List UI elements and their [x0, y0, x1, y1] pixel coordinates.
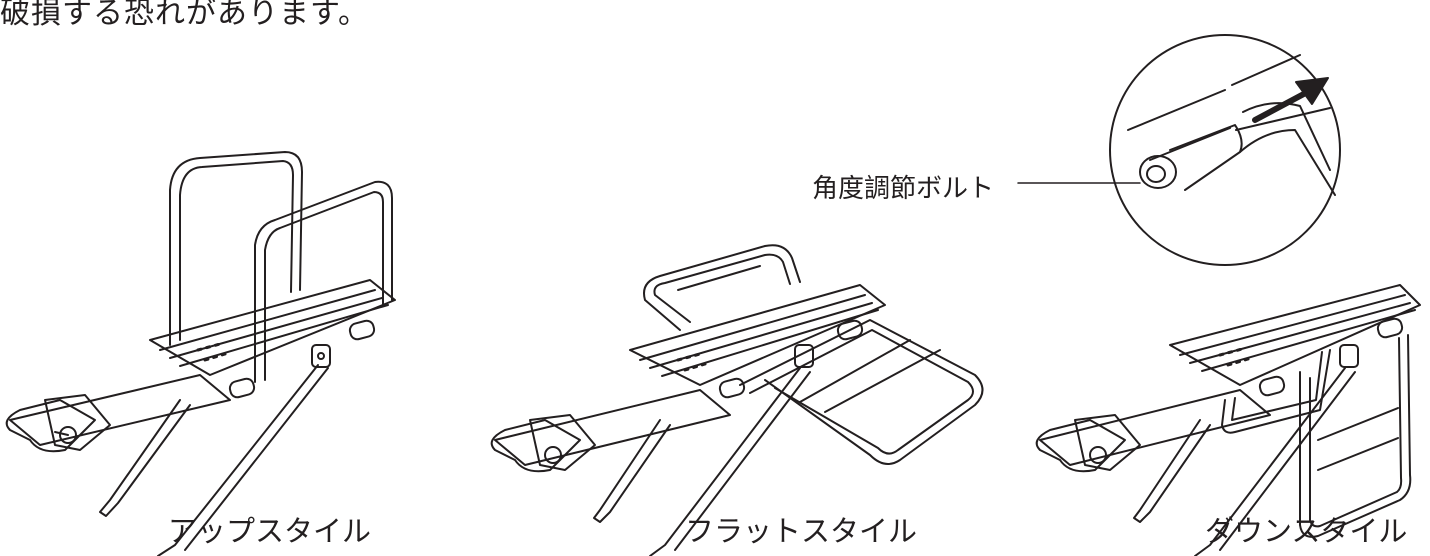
rack-down-style — [1035, 284, 1421, 556]
rack-up-style — [5, 151, 396, 556]
caption-down-style: ダウンスタイル — [1205, 514, 1408, 548]
rack-flat-style — [490, 244, 984, 556]
caption-flat-style: フラットスタイル — [685, 514, 918, 548]
arrow-icon — [1295, 77, 1329, 105]
caption-up-style: アップスタイル — [168, 514, 372, 548]
angle-bolt-label: 角度調節ボルト — [812, 174, 995, 204]
header-text: 破損する恐れがあります。 — [0, 0, 369, 31]
bolt-detail-magnifier — [1017, 34, 1341, 266]
